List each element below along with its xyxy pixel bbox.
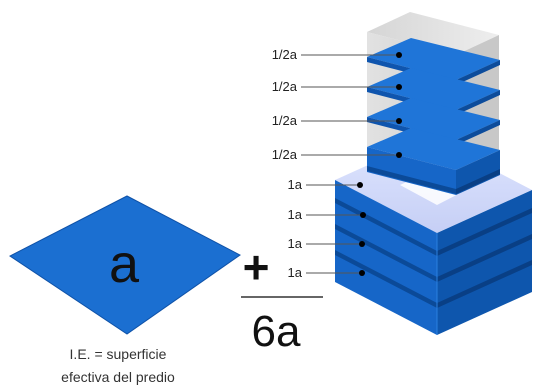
lot-caption-line1: I.E. = superficie — [70, 346, 167, 362]
floor-point — [359, 241, 365, 247]
upper-tower — [367, 12, 500, 195]
floor-label: 1/2a — [272, 79, 298, 94]
lot-plate — [9, 195, 241, 335]
floor-point — [359, 270, 365, 276]
result-label: 6a — [252, 307, 301, 356]
floor-label: 1/2a — [272, 113, 298, 128]
floor-label: 1a — [288, 177, 303, 192]
floor-labels: 1/2a 1/2a 1/2a 1/2a 1a 1a 1a 1a — [272, 47, 303, 280]
floor-point — [396, 152, 402, 158]
floor-point — [357, 182, 363, 188]
floor-label: 1a — [288, 265, 303, 280]
floor-point — [396, 84, 402, 90]
lot-caption-line2: efectiva del predio — [61, 369, 175, 385]
floor-point — [360, 212, 366, 218]
plus-sign: + — [243, 241, 270, 293]
floor-label: 1/2a — [272, 47, 298, 62]
floor-point — [396, 118, 402, 124]
floor-label: 1a — [288, 236, 303, 251]
floor-label: 1/2a — [272, 147, 298, 162]
lot-label: a — [109, 234, 140, 294]
floor-label: 1a — [288, 207, 303, 222]
floor-points — [357, 52, 402, 276]
leader-lines — [301, 54, 399, 274]
floor-point — [396, 52, 402, 58]
